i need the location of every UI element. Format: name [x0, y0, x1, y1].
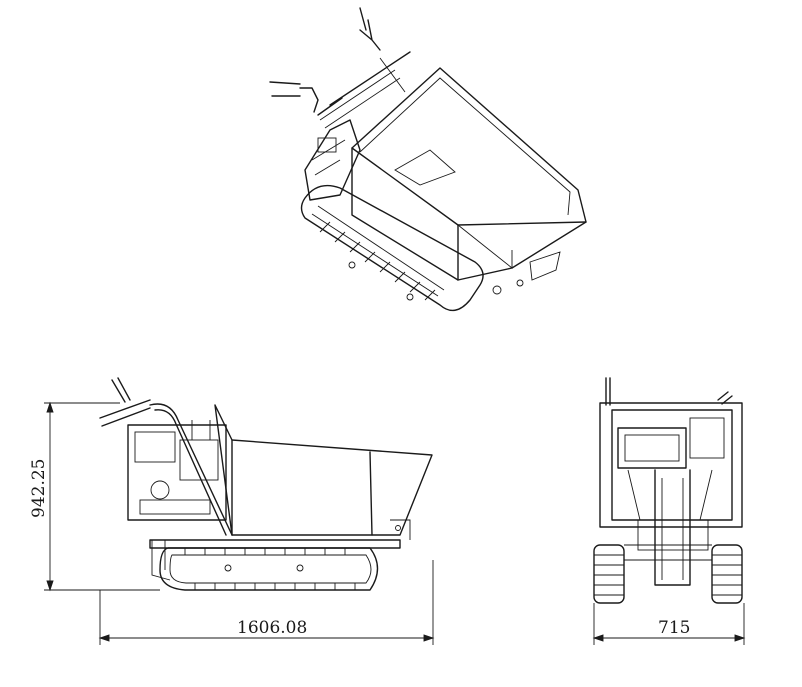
height-dimension: 942.25 [29, 401, 160, 592]
width-dimension: 715 [592, 603, 746, 645]
front-view [593, 377, 743, 604]
side-view [99, 377, 433, 591]
length-dimension-label: 1606.08 [237, 618, 307, 638]
isometric-view [269, 7, 587, 312]
width-dimension-label: 715 [658, 618, 690, 638]
length-dimension: 1606.08 [98, 560, 435, 645]
height-dimension-label: 942.25 [29, 459, 49, 518]
